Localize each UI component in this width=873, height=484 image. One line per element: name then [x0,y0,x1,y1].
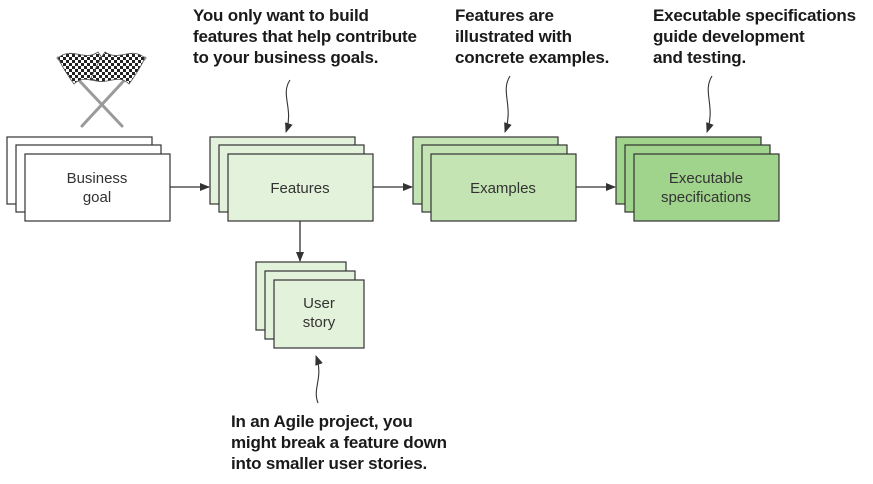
executable-specifications-node: Executable specifications [615,136,780,222]
user-story-note-pointer [315,355,323,404]
examples-label: Examples [470,180,536,197]
crossed-checkered-flags-icon [56,51,147,128]
user-story-annotation: In an Agile project, you might break a f… [231,412,447,473]
executable-specifications-label-line2: specifications [661,189,751,206]
features-node: Features [209,136,374,222]
user-story-node: User story [255,261,365,349]
user-story-label-line2: story [303,314,336,331]
examples-node: Examples [412,136,577,222]
specifications-annotation: Executable specifications guide developm… [653,6,856,67]
features-annotation: You only want to build features that hel… [193,6,417,67]
examples-annotation: Features are illustrated with concrete e… [455,6,610,67]
business-goal-label-line1: Business [67,170,128,187]
user-story-label-line1: User [303,295,335,312]
executable-specifications-label-line1: Executable [669,170,743,187]
examples-note-pointer [504,75,512,133]
features-note-pointer [285,79,293,133]
features-label: Features [270,180,329,197]
specs-note-pointer [706,75,714,133]
business-goal-card-front [24,153,171,222]
specs-card-front [633,153,780,222]
business-goal-label-line2: goal [83,189,111,206]
user-story-card-front [273,279,365,349]
business-goal-node: Business goal [6,136,171,222]
